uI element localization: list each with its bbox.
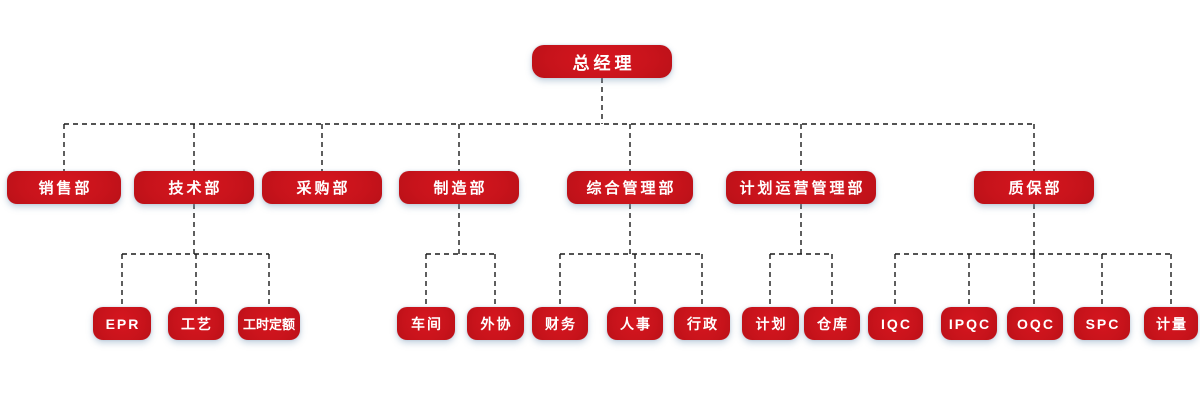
org-node-quality-dept: 质保部 — [974, 171, 1094, 204]
org-node-workshop: 车间 — [397, 307, 455, 340]
org-node-labor-quota: 工时定额 — [238, 307, 300, 340]
org-node-general-admin-dept: 综合管理部 — [567, 171, 693, 204]
org-node-warehouse: 仓库 — [804, 307, 860, 340]
org-node-plan-operations-dept: 计划运营管理部 — [726, 171, 876, 204]
org-node-admin-office: 行政 — [674, 307, 730, 340]
org-node-iqc: IQC — [868, 307, 923, 340]
org-node-manufacturing-dept: 制造部 — [399, 171, 519, 204]
org-node-general-manager: 总经理 — [532, 45, 672, 78]
org-node-planning: 计划 — [742, 307, 799, 340]
org-node-sales-dept: 销售部 — [7, 171, 121, 204]
org-node-craft: 工艺 — [168, 307, 224, 340]
org-node-metrology: 计量 — [1144, 307, 1198, 340]
org-node-epr: EPR — [93, 307, 151, 340]
org-node-purchasing-dept: 采购部 — [262, 171, 382, 204]
org-node-hr: 人事 — [607, 307, 663, 340]
org-node-spc: SPC — [1074, 307, 1130, 340]
org-node-technology-dept: 技术部 — [134, 171, 254, 204]
org-node-finance: 财务 — [532, 307, 588, 340]
org-node-outsourcing: 外协 — [467, 307, 524, 340]
org-node-ipqc: IPQC — [941, 307, 997, 340]
org-node-oqc: OQC — [1007, 307, 1063, 340]
